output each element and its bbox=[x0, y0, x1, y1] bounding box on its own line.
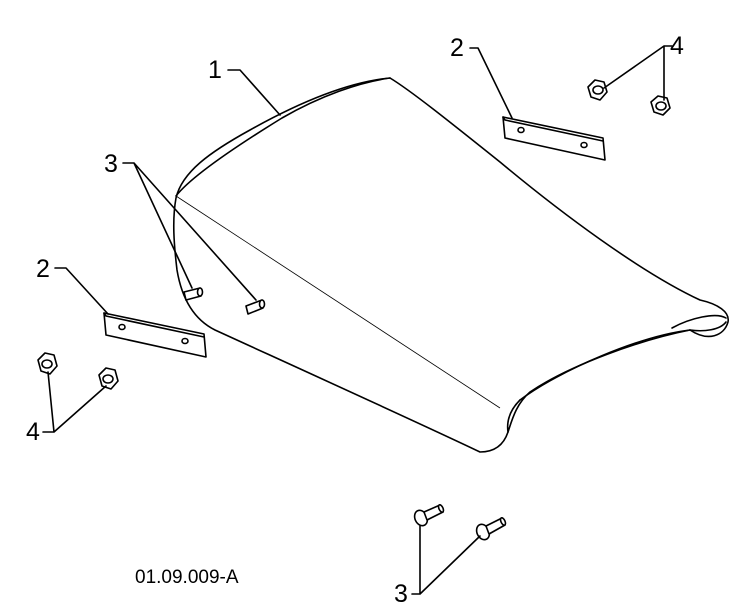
nut-left-1 bbox=[37, 352, 58, 375]
screw-1 bbox=[413, 503, 445, 527]
callout-strip-left: 2 bbox=[36, 255, 50, 283]
callout-cover: 1 bbox=[208, 56, 222, 84]
nut-top-1 bbox=[587, 79, 608, 101]
strip-left bbox=[103, 312, 207, 358]
leader-strip-top bbox=[469, 47, 513, 119]
leader-nuts-top bbox=[603, 45, 673, 101]
figure-code: 01.09.009-A bbox=[135, 567, 239, 588]
leader-nuts-left bbox=[42, 371, 107, 433]
cover-part bbox=[172, 77, 729, 453]
leader-strip-left bbox=[54, 267, 109, 315]
leader-screws bbox=[411, 525, 481, 595]
nut-left-2 bbox=[98, 367, 119, 390]
pin-2 bbox=[245, 299, 266, 315]
callout-nuts-top: 4 bbox=[670, 32, 684, 60]
leader-cover bbox=[227, 69, 281, 116]
strip-top bbox=[502, 116, 606, 161]
leader-pins bbox=[122, 162, 257, 301]
leader-lines bbox=[42, 45, 673, 595]
callout-strip-top: 2 bbox=[450, 34, 464, 62]
nut-top-2 bbox=[650, 95, 671, 116]
screw-2 bbox=[475, 516, 507, 541]
pin-1 bbox=[183, 287, 204, 301]
callout-nuts-left: 4 bbox=[26, 418, 40, 446]
callout-pins: 3 bbox=[104, 150, 118, 178]
callout-screws: 3 bbox=[394, 580, 408, 608]
